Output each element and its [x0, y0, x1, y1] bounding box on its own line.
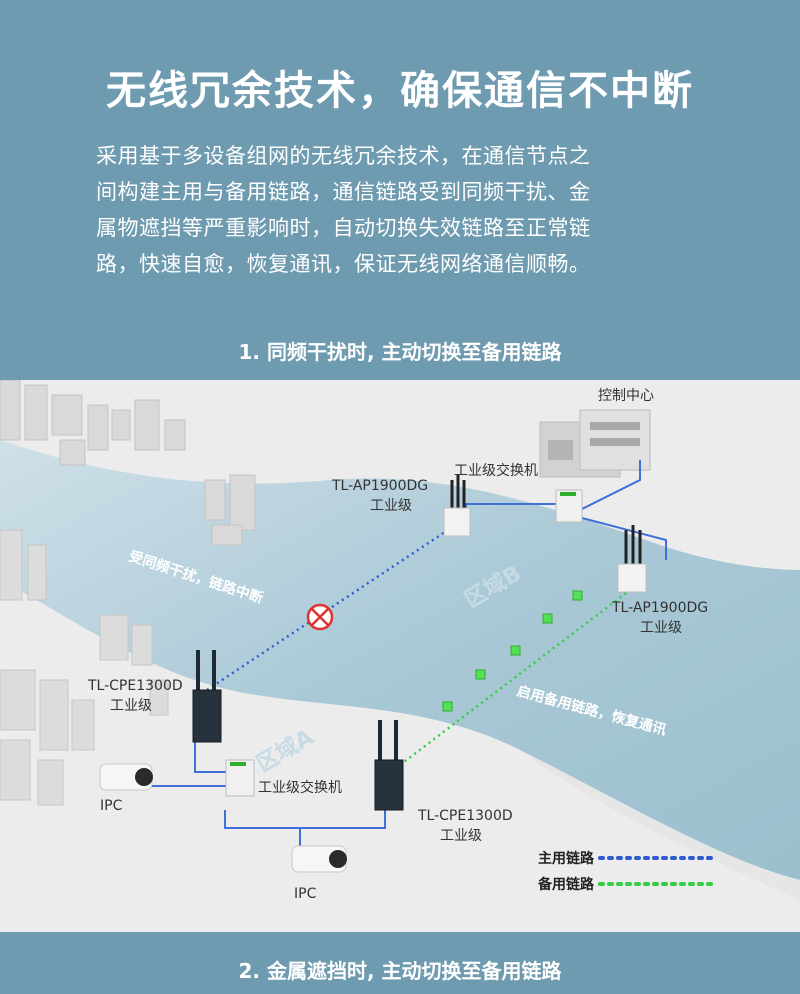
- switch-top-device: [555, 489, 583, 523]
- ipc-right-label: IPC: [294, 886, 317, 902]
- legend: 主用链路 备用链路: [537, 850, 714, 893]
- switch-top-label: 工业级交换机: [454, 462, 538, 479]
- control-center-building: [539, 409, 651, 478]
- cpe-left-grade: 工业级: [110, 698, 152, 714]
- switch-bottom-device: [225, 759, 255, 797]
- cpe-right-grade: 工业级: [440, 828, 482, 844]
- city-buildings-top: [0, 379, 256, 546]
- section-heading-1: 1. 同频干扰时, 主动切换至备用链路: [238, 340, 562, 364]
- cpe-left-device: [192, 650, 222, 743]
- legend-primary-label: 主用链路: [538, 850, 595, 867]
- ipc-left-camera: [99, 763, 153, 791]
- river: [0, 440, 800, 880]
- shore: [520, 750, 800, 900]
- footer-band: [0, 932, 800, 994]
- legend-backup-label: 备用链路: [537, 876, 595, 893]
- ipc-left-label: IPC: [100, 798, 123, 814]
- control-center-label: 控制中心: [598, 388, 654, 404]
- ap-left-model: TL-AP1900DG: [331, 478, 428, 494]
- backup-link: [399, 589, 631, 766]
- ap-right-model: TL-AP1900DG: [611, 600, 708, 616]
- ap-left-device: [443, 475, 471, 537]
- backup-signal-markers: [442, 590, 583, 712]
- ap-right-device: [617, 525, 647, 593]
- network-diagram: 控制中心 TL-AP1900DG 工业级 工业级交换机: [0, 379, 800, 932]
- ap-right-grade: 工业级: [640, 620, 682, 636]
- interference-icon: [306, 603, 334, 631]
- description-line: 属物遮挡等严重影响时，自动切换失效链路至正常链: [96, 216, 591, 240]
- cpe-right-model: TL-CPE1300D: [417, 808, 513, 824]
- ap-left-grade: 工业级: [370, 498, 412, 514]
- ipc-right-camera: [291, 845, 347, 873]
- description-line: 采用基于多设备组网的无线冗余技术，在通信节点之: [96, 144, 591, 168]
- wired-connections: [150, 460, 667, 850]
- switch-bottom-label: 工业级交换机: [258, 779, 342, 796]
- description-line: 间构建主用与备用链路，通信链路受到同频干扰、金: [96, 180, 591, 204]
- header-band: [0, 0, 800, 380]
- section-heading-2: 2. 金属遮挡时, 主动切换至备用链路: [238, 959, 562, 983]
- cpe-right-device: [374, 720, 404, 811]
- cpe-left-model: TL-CPE1300D: [87, 678, 183, 694]
- city-buildings-left: [0, 529, 169, 806]
- description: 采用基于多设备组网的无线冗余技术，在通信节点之 间构建主用与备用链路，通信链路受…: [96, 138, 716, 282]
- description-line: 路，快速自愈，恢复通讯，保证无线网络通信顺畅。: [96, 252, 591, 276]
- page-title: 无线冗余技术，确保通信不中断: [106, 68, 694, 114]
